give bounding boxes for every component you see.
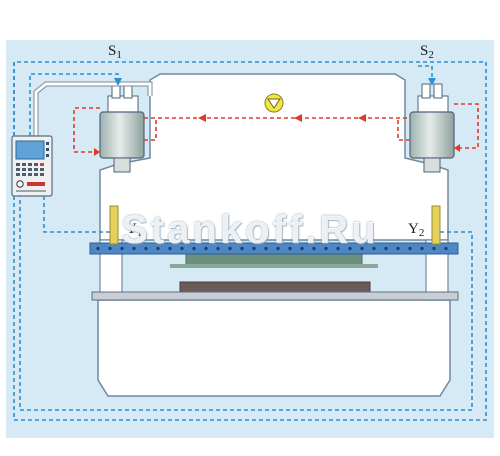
- flow-arrows: [94, 114, 460, 156]
- ram-beam: [89, 242, 459, 255]
- controller-arm-inner: [34, 82, 152, 152]
- y2-label: Y2: [408, 221, 425, 239]
- y1-label: Y1: [126, 221, 143, 239]
- y1-scale: [109, 205, 119, 245]
- cnc-controller-icon: [11, 135, 53, 197]
- left-cylinder: [99, 83, 145, 173]
- beam-bolts: [96, 246, 448, 251]
- watermark: Stankoff.Ru: [121, 208, 379, 252]
- upper-die-edge: [170, 264, 378, 268]
- signal-arrows: [114, 78, 436, 86]
- lower-die: [179, 281, 371, 293]
- s2-label: S2: [420, 43, 434, 61]
- valve-triangle-icon: [264, 93, 284, 113]
- s1-label: S1: [108, 43, 122, 61]
- bed-table: [91, 291, 459, 301]
- right-cylinder: [409, 83, 455, 173]
- y2-scale: [431, 205, 441, 245]
- hydraulic-lines: [73, 103, 479, 153]
- machine-frame-lower: [97, 299, 451, 397]
